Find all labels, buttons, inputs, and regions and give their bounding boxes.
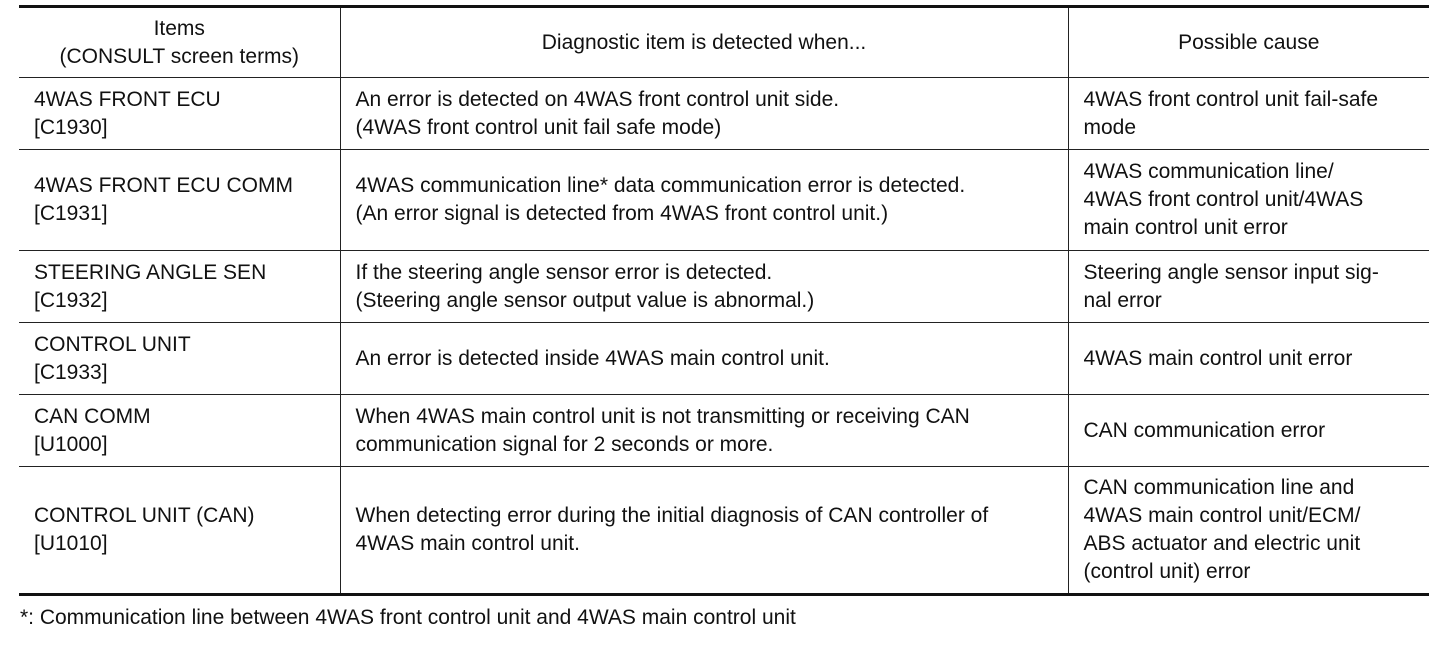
item-cell-line: CONTROL UNIT (CAN) bbox=[34, 504, 255, 527]
item-cell-line: [C1931] bbox=[34, 202, 108, 225]
detected-cell-line: 4WAS communication line* data communicat… bbox=[355, 174, 966, 197]
detected-cell-line: If the steering angle sensor error is de… bbox=[355, 260, 773, 284]
table-body: 4WAS FRONT ECU [C1930] An error is detecte… bbox=[19, 77, 1429, 595]
item-cell-line: [U1010] bbox=[34, 532, 108, 555]
cause-cell-line: main control unit error bbox=[1083, 216, 1288, 239]
detected-cell: When 4WAS main control unit is not trans… bbox=[339, 394, 1069, 467]
item-cell-line: [C1930] bbox=[34, 115, 108, 139]
item-cell: 4WAS FRONT ECU [C1930] bbox=[19, 77, 341, 150]
detected-cell-line: communication signal for 2 seconds or mo… bbox=[355, 432, 774, 456]
cause-cell-line: 4WAS main control unit error bbox=[1083, 346, 1353, 370]
table-row: CONTROL UNIT [C1933] An error is detected … bbox=[19, 322, 1429, 395]
cause-cell: CAN communication error bbox=[1067, 394, 1429, 467]
detected-cell: If the steering angle sensor error is de… bbox=[339, 250, 1069, 323]
cause-cell-line: 4WAS main control unit/ECM/ bbox=[1083, 504, 1361, 527]
item-cell-line: [C1933] bbox=[34, 360, 108, 384]
diagnosis-table: Items (CONSULT screen terms) Diagnostic … bbox=[19, 5, 1429, 596]
cause-cell-line: CAN communication error bbox=[1083, 418, 1326, 442]
item-cell: 4WAS FRONT ECU COMM [C1931] bbox=[19, 149, 341, 251]
item-cell-line: CONTROL UNIT bbox=[34, 332, 191, 356]
column-header-items-line2: (CONSULT screen terms) bbox=[59, 44, 300, 68]
cause-cell-line: (control unit) error bbox=[1083, 560, 1251, 583]
item-cell-line: 4WAS FRONT ECU bbox=[34, 87, 221, 111]
item-cell-line: CAN COMM bbox=[34, 404, 151, 428]
table-header-row: Items (CONSULT screen terms) Diagnostic … bbox=[19, 6, 1429, 78]
cause-cell-line: 4WAS communication line/ bbox=[1083, 160, 1334, 183]
cause-cell: 4WAS main control unit error bbox=[1067, 322, 1429, 395]
cause-cell-line: mode bbox=[1083, 115, 1137, 139]
diagnosis-table-container: Items (CONSULT screen terms) Diagnostic … bbox=[19, 5, 1429, 596]
detected-cell-line: (Steering angle sensor output value is a… bbox=[355, 288, 815, 312]
table-row: CAN COMM [U1000] When 4WAS main control un… bbox=[19, 394, 1429, 467]
cause-cell-line: 4WAS front control unit fail-safe bbox=[1083, 87, 1379, 111]
detected-cell-line: (4WAS front control unit fail safe mode) bbox=[355, 115, 722, 139]
detected-cell-line: An error is detected on 4WAS front contr… bbox=[355, 87, 840, 111]
cause-cell: 4WAS communication line/4WAS front contr… bbox=[1067, 149, 1429, 251]
column-header-items-line1: Items bbox=[153, 16, 205, 40]
cause-cell: Steering angle sensor input sig-nal erro… bbox=[1067, 250, 1429, 323]
column-header-detected: Diagnostic item is detected when... bbox=[339, 6, 1069, 78]
item-cell: CONTROL UNIT [C1933] bbox=[19, 322, 341, 395]
cause-cell-line: CAN communication line and bbox=[1083, 476, 1355, 499]
table-row: STEERING ANGLE SEN [C1932] If the steering… bbox=[19, 250, 1429, 323]
detected-cell-line: When 4WAS main control unit is not trans… bbox=[355, 404, 970, 428]
detected-cell: When detecting error during the initial … bbox=[339, 466, 1069, 595]
detected-cell: 4WAS communication line* data communicat… bbox=[339, 149, 1069, 251]
table-row: CONTROL UNIT (CAN) [U1010] When detecting … bbox=[19, 466, 1429, 595]
item-cell: STEERING ANGLE SEN [C1932] bbox=[19, 250, 341, 323]
detected-cell: An error is detected inside 4WAS main co… bbox=[339, 322, 1069, 395]
item-cell: CAN COMM [U1000] bbox=[19, 394, 341, 467]
cause-cell-line: nal error bbox=[1083, 288, 1162, 312]
cause-cell-line: 4WAS front control unit/4WAS bbox=[1083, 188, 1364, 211]
item-cell: CONTROL UNIT (CAN) [U1010] bbox=[19, 466, 341, 595]
table-row: 4WAS FRONT ECU COMM [C1931] 4WAS communica… bbox=[19, 149, 1429, 251]
item-cell-line: STEERING ANGLE SEN bbox=[34, 260, 267, 284]
cause-cell-line: ABS actuator and electric unit bbox=[1083, 532, 1361, 555]
cause-cell: 4WAS front control unit fail-safe mode bbox=[1067, 77, 1429, 150]
detected-cell-line: An error is detected inside 4WAS main co… bbox=[355, 346, 830, 370]
item-cell-line: [U1000] bbox=[34, 432, 108, 456]
cause-cell-line: Steering angle sensor input sig- bbox=[1083, 260, 1379, 284]
table-row: 4WAS FRONT ECU [C1930] An error is detecte… bbox=[19, 77, 1429, 150]
detected-cell-line: (An error signal is detected from 4WAS f… bbox=[355, 202, 889, 225]
column-header-items: Items (CONSULT screen terms) bbox=[19, 6, 341, 78]
detected-cell-line: When detecting error during the initial … bbox=[355, 504, 989, 527]
footnote: *: Communication line between 4WAS front… bbox=[20, 606, 796, 629]
item-cell-line: [C1932] bbox=[34, 288, 108, 312]
detected-cell-line: 4WAS main control unit. bbox=[355, 532, 580, 555]
column-header-cause: Possible cause bbox=[1067, 6, 1429, 78]
item-cell-line: 4WAS FRONT ECU COMM bbox=[34, 174, 294, 197]
detected-cell: An error is detected on 4WAS front contr… bbox=[339, 77, 1069, 150]
cause-cell: CAN communication line and 4WAS main cont… bbox=[1067, 466, 1429, 595]
